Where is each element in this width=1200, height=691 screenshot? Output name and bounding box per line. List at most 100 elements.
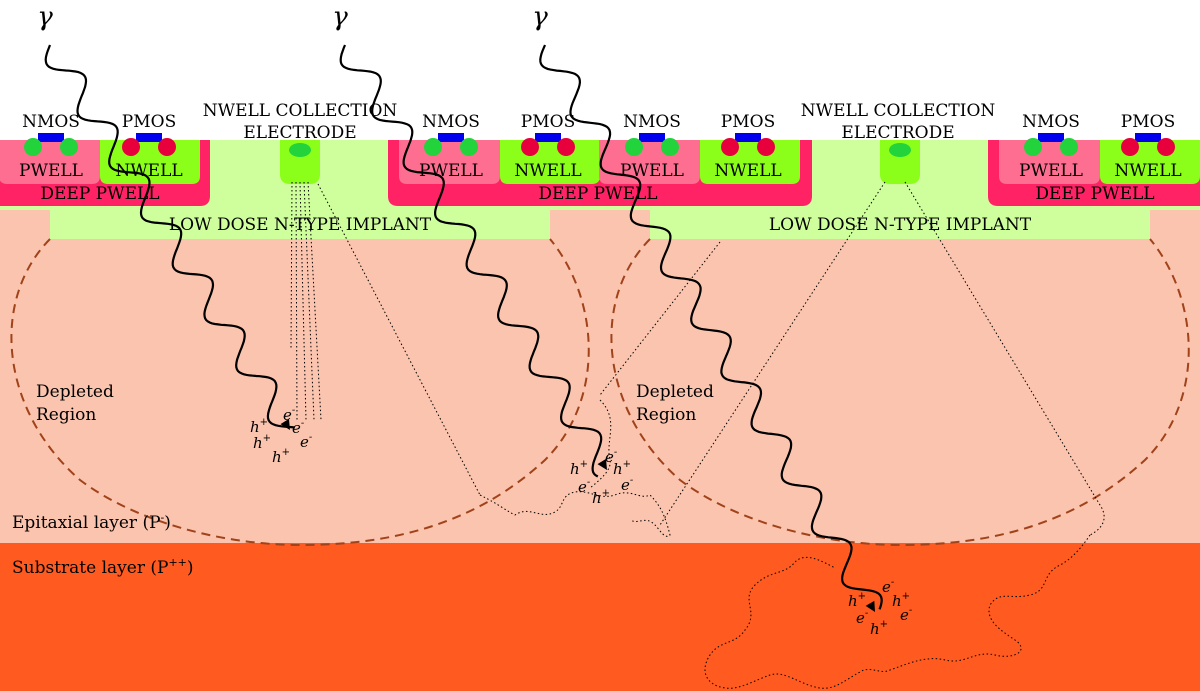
photon-track-left-arrow	[280, 418, 290, 430]
nmos-left-source	[24, 138, 42, 156]
carrier-middle-4: e-	[605, 447, 618, 466]
nmos-left-drain	[60, 138, 78, 156]
carrier-right-1: h+	[848, 591, 866, 610]
nmos-mid-b-drain	[661, 138, 679, 156]
drift-line-right-3	[904, 181, 1105, 536]
collection-label-left-line1: NWELL COLLECTION	[203, 101, 398, 121]
pmos-label-4: PMOS	[521, 112, 575, 132]
charge-drift-paths	[290, 181, 1105, 689]
depleted-label-left-line2: Region	[36, 405, 96, 425]
gamma-symbol-2: γ	[332, 2, 348, 32]
nmos-label-1: NMOS	[22, 112, 80, 132]
nmos-label-7: NMOS	[1022, 112, 1080, 132]
pmos-mid-a-source	[521, 138, 539, 156]
collection-label-left-line2: ELECTRODE	[243, 123, 356, 143]
carrier-left-4: e-	[283, 405, 296, 424]
nwell-label-8: NWELL	[1114, 161, 1181, 181]
implant-label-left: LOW DOSE N-TYPE IMPLANT	[169, 215, 432, 235]
photon-tracks	[44, 44, 883, 612]
nmos-right-source	[1024, 138, 1042, 156]
nmos-label-3: NMOS	[422, 112, 480, 132]
nmos-left-gate	[38, 133, 64, 142]
pmos-label-6: PMOS	[721, 112, 775, 132]
substrate-label: Substrate layer (P++)	[12, 556, 194, 578]
substrate-layer	[0, 543, 1200, 691]
carrier-middle-6: e-	[621, 475, 634, 494]
pmos-mid-b-gate	[735, 133, 761, 142]
nwell-label-6: NWELL	[714, 161, 781, 181]
epitaxial-label: Epitaxial layer (P-)	[12, 511, 171, 533]
carrier-left-5: e-	[292, 418, 305, 437]
diffusion-path-middle	[479, 491, 671, 537]
photon-track-left	[44, 44, 295, 429]
depleted-label-left-line1: Depleted	[36, 382, 114, 402]
nmos-mid-b-gate	[639, 133, 665, 142]
nmos-right-gate	[1038, 133, 1064, 142]
photon-track-middle	[339, 44, 603, 478]
pmos-mid-b-drain	[757, 138, 775, 156]
depleted-label-right-line1: Depleted	[636, 382, 714, 402]
carrier-middle-1: h+	[570, 459, 588, 478]
collection-label-right-line2: ELECTRODE	[841, 123, 954, 143]
pmos-left-gate	[136, 133, 162, 142]
pmos-mid-a-gate	[535, 133, 561, 142]
nwell-label-2: NWELL	[115, 161, 182, 181]
pwell-label-7: PWELL	[1019, 161, 1083, 181]
carrier-left-2: h+	[253, 433, 271, 452]
collection-electrode-right-contact	[889, 143, 911, 157]
carrier-right-4: e-	[882, 577, 895, 596]
nmos-label-5: NMOS	[623, 112, 681, 132]
depleted-label-right-line2: Region	[636, 405, 696, 425]
depletion-boundary-right	[610, 238, 1190, 547]
drift-line-right-1	[599, 241, 721, 396]
photon-track-middle-arrow	[597, 458, 607, 470]
pmos-right-source	[1121, 138, 1139, 156]
pmos-mid-a-drain	[557, 138, 575, 156]
depletion-boundaries	[10, 238, 1190, 547]
photon-track-right-arrow	[865, 600, 875, 612]
carrier-right-3: h+	[870, 619, 888, 638]
pmos-right-gate	[1135, 133, 1161, 142]
low-dose-implant-right	[650, 205, 1150, 239]
carrier-middle-5: h+	[613, 459, 631, 478]
pmos-label-8: PMOS	[1121, 112, 1175, 132]
deep-pwell-label-middle: DEEP PWELL	[538, 184, 657, 204]
carrier-right-2: e-	[856, 608, 869, 627]
carrier-right-6: e-	[900, 605, 913, 624]
deep-pwell-label-left: DEEP PWELL	[40, 184, 159, 204]
pmos-left-source	[122, 138, 140, 156]
pmos-mid-b-source	[721, 138, 739, 156]
carrier-middle-2: e-	[578, 477, 591, 496]
gamma-symbol-1: γ	[37, 2, 53, 32]
nmos-mid-b-source	[625, 138, 643, 156]
carrier-left-3: h+	[272, 447, 290, 466]
collection-electrode-left-contact	[289, 143, 311, 157]
carrier-middle-3: h+	[592, 488, 610, 507]
depletion-boundary-left	[10, 238, 590, 547]
pwell-label-5: PWELL	[620, 161, 684, 181]
pwell-label-1: PWELL	[19, 161, 83, 181]
low-dose-implant-left	[50, 205, 550, 239]
gamma-symbol-3: γ	[532, 2, 548, 32]
drift-line-left-diag	[317, 183, 481, 496]
carrier-left-1: h+	[250, 417, 268, 436]
pmos-label-2: PMOS	[122, 112, 176, 132]
nmos-mid-a-source	[424, 138, 442, 156]
pmos-left-drain	[158, 138, 176, 156]
collection-label-right-line1: NWELL COLLECTION	[801, 101, 996, 121]
carrier-left-6: e-	[300, 432, 313, 451]
nmos-mid-a-drain	[460, 138, 478, 156]
photon-track-right	[539, 44, 883, 610]
implant-label-right: LOW DOSE N-TYPE IMPLANT	[769, 215, 1032, 235]
drift-line-right-2	[659, 181, 886, 526]
pmos-right-drain	[1157, 138, 1175, 156]
carrier-right-5: h+	[892, 591, 910, 610]
layers	[0, 140, 1200, 691]
pwell-label-3: PWELL	[419, 161, 483, 181]
nmos-mid-a-gate	[438, 133, 464, 142]
deep-pwell-label-right: DEEP PWELL	[1035, 184, 1154, 204]
nmos-right-drain	[1060, 138, 1078, 156]
nwell-label-4: NWELL	[514, 161, 581, 181]
